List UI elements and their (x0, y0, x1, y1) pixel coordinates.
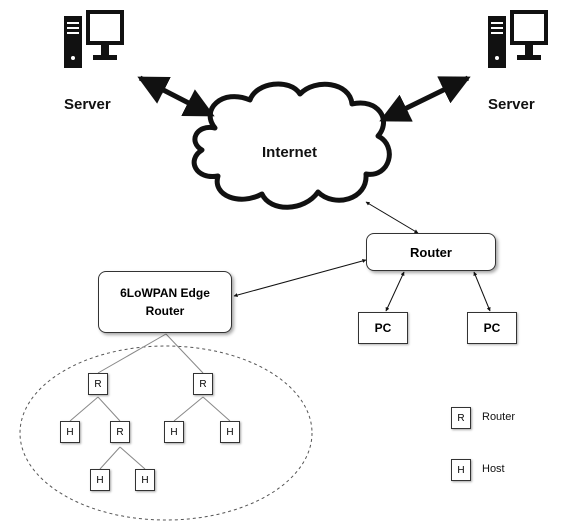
cloud-icon (191, 81, 392, 210)
mesh-host-node: H (135, 469, 155, 491)
mesh-router-node: R (88, 373, 108, 395)
mesh-router-node: R (110, 421, 130, 443)
pc-node: PC (467, 312, 517, 344)
legend-router-symbol: R (451, 407, 471, 429)
server-computer-icon (64, 10, 124, 68)
mesh-host-node: H (60, 421, 80, 443)
pc-label: PC (374, 321, 392, 335)
router-node: Router (366, 233, 496, 271)
pc-node: PC (358, 312, 408, 344)
server-label-right: Server (488, 96, 535, 113)
mesh-router-node: R (193, 373, 213, 395)
server-label-left: Server (64, 96, 111, 113)
mesh-host-node: H (90, 469, 110, 491)
legend-host-symbol: H (451, 459, 471, 481)
edge-router-label-line2: Router (145, 304, 185, 318)
mesh-host-node: H (220, 421, 240, 443)
legend-router-label: Router (482, 411, 516, 423)
internet-label: Internet (262, 144, 318, 161)
pc-label: PC (483, 321, 501, 335)
edge-router-label-line1: 6LoWPAN Edge (120, 286, 210, 300)
edge-router-node: 6LoWPAN Edge Router (98, 271, 232, 333)
6lowpan-mesh-region (19, 345, 313, 521)
legend-host-label: Host (482, 463, 505, 475)
server-computer-icon (488, 10, 548, 68)
router-label: Router (410, 244, 452, 260)
mesh-host-node: H (164, 421, 184, 443)
